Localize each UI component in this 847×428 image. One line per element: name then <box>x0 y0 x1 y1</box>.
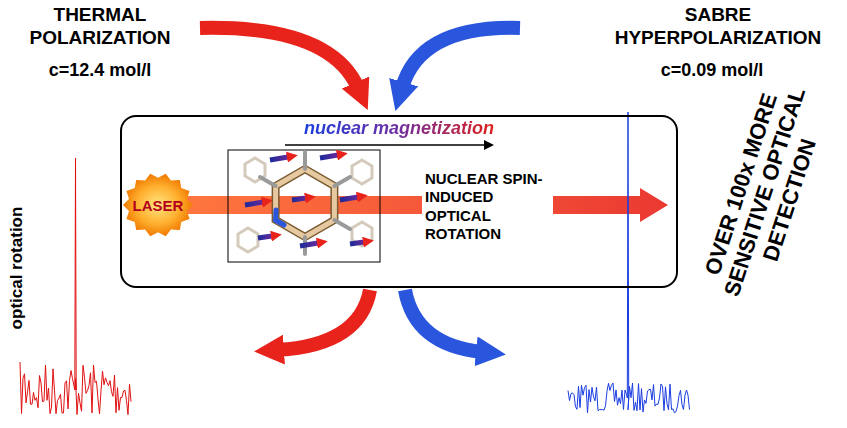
laser-label: LASER <box>133 197 184 214</box>
spin-arrows <box>245 155 364 246</box>
heading: SABRE HYPERPOLARIZATION <box>603 4 833 50</box>
thermal-spectrum <box>20 158 131 415</box>
magnetization-label: nuclear magnetization <box>304 118 494 139</box>
outflow-arrow-blue <box>405 290 482 352</box>
setup-box: nuclear magnetizationNUCLEAR SPIN-INDUCE… <box>120 115 678 288</box>
laser-beam <box>165 188 668 222</box>
axis-label: optical rotation <box>7 207 27 330</box>
laser-source: LASER <box>122 172 194 238</box>
concentration: c=0.09 mol/l <box>661 60 764 81</box>
sabre-spectrum <box>568 112 690 413</box>
magnetization-arrow <box>285 144 492 146</box>
laser-shape <box>123 174 193 236</box>
inflow-arrow-blue <box>402 28 520 88</box>
spectra <box>20 112 690 415</box>
outflow-arrow-red <box>278 290 370 350</box>
pyridine-molecule <box>260 152 350 254</box>
inflow-arrow-red <box>200 28 358 88</box>
effect-label: NUCLEAR SPIN-INDUCED OPTICAL ROTATION <box>422 169 553 244</box>
concentration: c=12.4 mol/l <box>49 60 152 81</box>
callout: OVER 100x MORE SENSITIVE OPTICAL DETECTI… <box>692 66 838 318</box>
sample-frame <box>228 150 380 262</box>
heading: THERMAL POLARIZATION <box>18 4 183 50</box>
